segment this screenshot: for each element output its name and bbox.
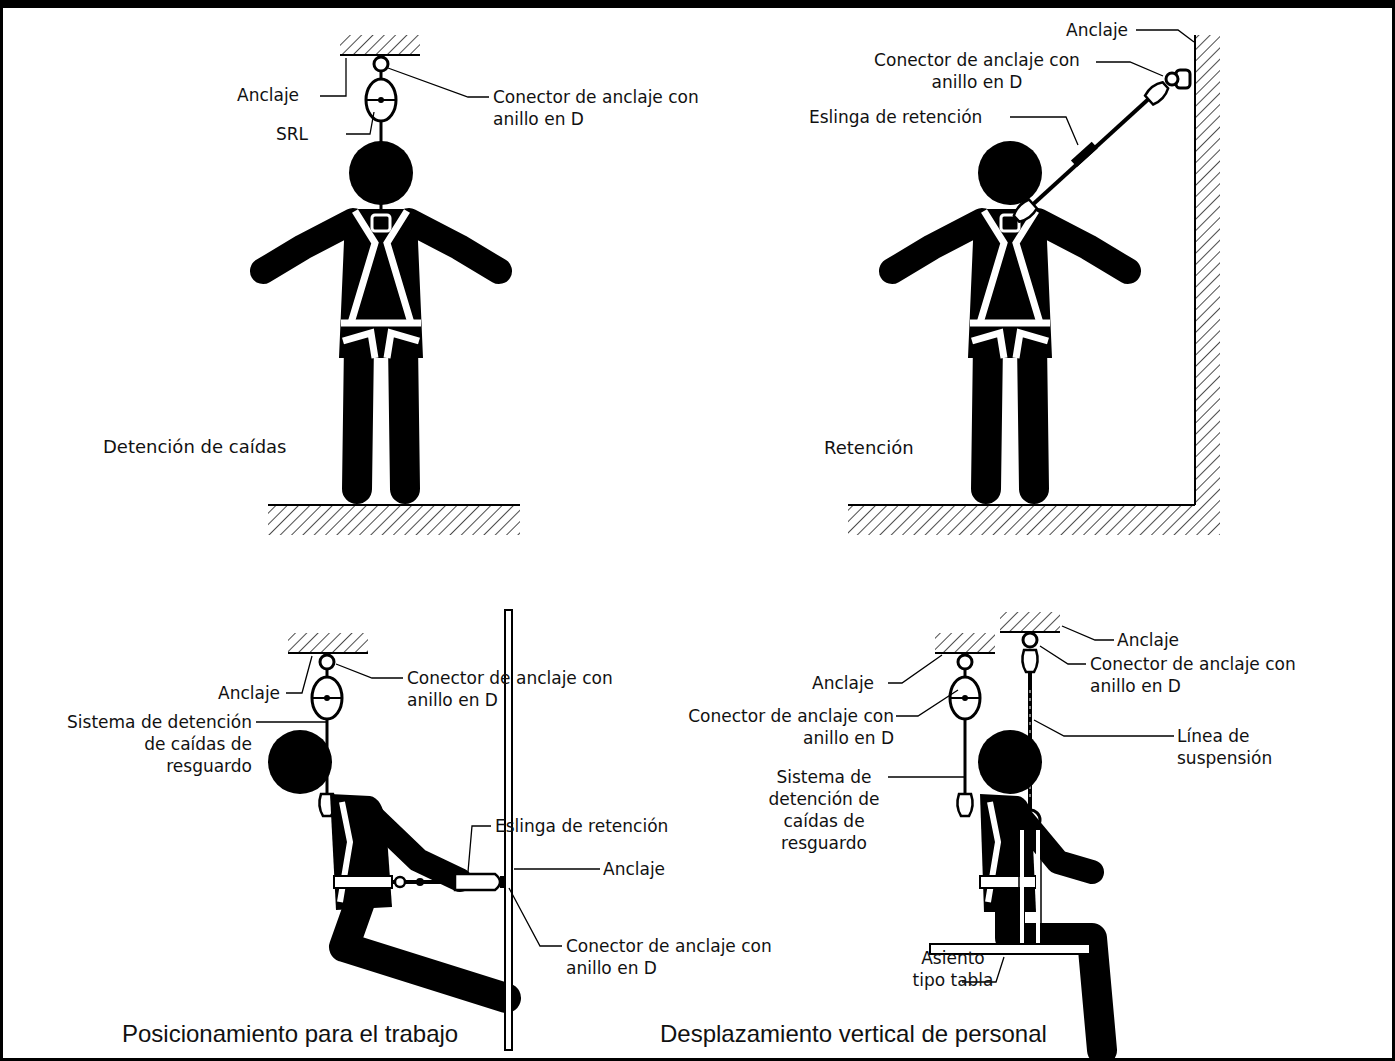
connector-label: Conector de anclaje con anillo en D — [566, 935, 781, 979]
seat-label: Asiento tipo tabla — [905, 947, 1001, 991]
panel-caption: Desplazamiento vertical de personal — [660, 1020, 1047, 1048]
panel-caption: Retención — [824, 437, 914, 459]
connector-label: Conector de anclaje con anillo en D — [1090, 653, 1305, 697]
backup-system-label: Sistema de detención de caídas de resgua… — [762, 766, 886, 854]
connector-label: Conector de anclaje con anillo en D — [676, 705, 894, 749]
lanyard-label: Eslinga de retención — [809, 106, 982, 128]
suspension-line-label: Línea de suspensión — [1177, 725, 1287, 769]
anchor-label: Anclaje — [812, 672, 874, 694]
anchor-label: Anclaje — [237, 84, 299, 106]
panel-caption: Posicionamiento para el trabajo — [122, 1020, 458, 1048]
panel-caption: Detención de caídas — [103, 436, 287, 458]
connector-label: Conector de anclaje con anillo en D — [493, 86, 708, 130]
backup-system-label: Sistema de detención de caídas de resgua… — [60, 711, 252, 777]
anchor-label: Anclaje — [1066, 19, 1128, 41]
lanyard-label: Eslinga de retención — [495, 815, 668, 837]
anchor-label: Anclaje — [1117, 629, 1179, 651]
srl-label: SRL — [276, 123, 308, 145]
anchor-label: Anclaje — [603, 858, 665, 880]
anchor-label: Anclaje — [218, 682, 280, 704]
connector-label: Conector de anclaje con anillo en D — [407, 667, 622, 711]
connector-label: Conector de anclaje con anillo en D — [862, 49, 1092, 93]
